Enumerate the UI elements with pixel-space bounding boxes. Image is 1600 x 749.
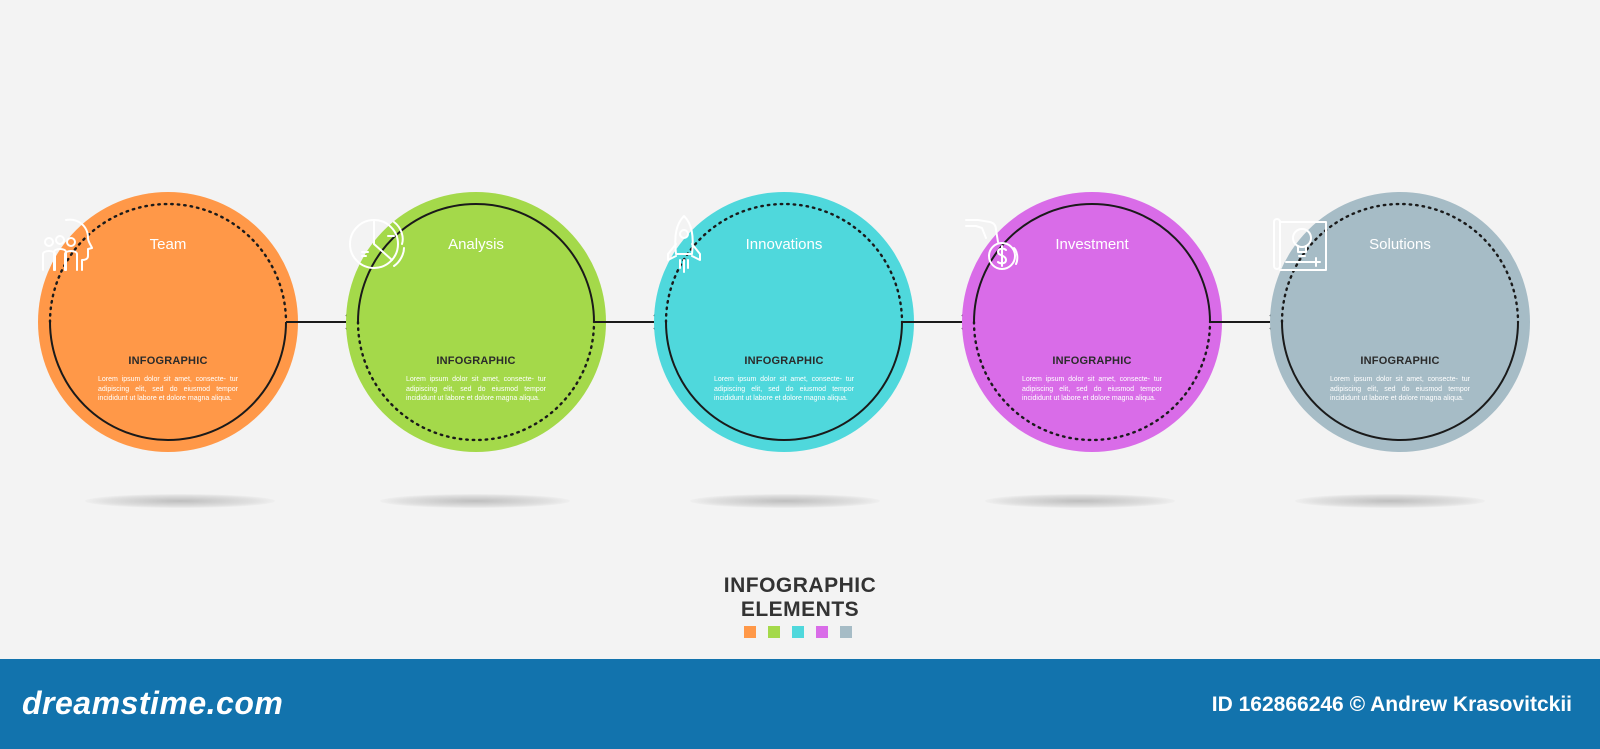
site-logo: dreamstime.com bbox=[22, 685, 284, 721]
hand-coin-icon bbox=[965, 219, 1019, 270]
step-circle bbox=[38, 192, 298, 452]
solid-arc bbox=[973, 203, 1211, 323]
step-title: Solutions bbox=[1369, 236, 1431, 253]
step-description: Lorem ipsum dolor sit amet, consecte- tu… bbox=[1330, 376, 1470, 402]
image-credit: ID 162866246 © Andrew Krasovitckii bbox=[1211, 693, 1572, 716]
pie-chart-icon bbox=[349, 219, 405, 269]
step-description: Lorem ipsum dolor sit amet, consecte- tu… bbox=[98, 376, 238, 402]
step-title: Team bbox=[149, 236, 187, 253]
step-subtitle: INFOGRAPHIC bbox=[128, 355, 208, 367]
color-swatches bbox=[744, 626, 852, 638]
step-investment: Investment INFOGRAPHIC Lorem ipsum dolor… bbox=[960, 212, 1224, 476]
step-shadow bbox=[985, 494, 1175, 508]
step-subtitle: INFOGRAPHIC bbox=[1052, 355, 1132, 367]
color-swatch bbox=[744, 626, 756, 638]
step-circle bbox=[1270, 192, 1530, 452]
color-swatch bbox=[768, 626, 780, 638]
rocket-icon bbox=[667, 215, 701, 273]
step-description: Lorem ipsum dolor sit amet, consecte- tu… bbox=[714, 376, 854, 402]
step-circle bbox=[346, 192, 606, 452]
step-innovations: Innovations INFOGRAPHIC Lorem ipsum dolo… bbox=[652, 212, 916, 476]
step-subtitle: INFOGRAPHIC bbox=[744, 355, 824, 367]
step-shadow bbox=[85, 494, 275, 508]
step-title: Investment bbox=[1055, 236, 1129, 253]
color-swatch bbox=[792, 626, 804, 638]
step-subtitle: INFOGRAPHIC bbox=[436, 355, 516, 367]
step-subtitle: INFOGRAPHIC bbox=[1360, 355, 1440, 367]
step-analysis: Analysis INFOGRAPHIC Lorem ipsum dolor s… bbox=[344, 212, 608, 476]
step-circle bbox=[654, 192, 914, 452]
step-circle bbox=[962, 192, 1222, 452]
footer-title-line1: INFOGRAPHIC bbox=[723, 574, 877, 597]
step-solutions: Solutions INFOGRAPHIC Lorem ipsum dolor … bbox=[1268, 212, 1532, 476]
team-icon bbox=[42, 218, 93, 271]
step-description: Lorem ipsum dolor sit amet, consecte- tu… bbox=[406, 376, 546, 402]
step-title: Analysis bbox=[448, 236, 504, 253]
color-swatch bbox=[840, 626, 852, 638]
color-swatch bbox=[816, 626, 828, 638]
footer-title-line2: ELEMENTS bbox=[740, 598, 860, 621]
infographic-diagram: Team INFOGRAPHIC Lorem ipsum dolor sit a… bbox=[36, 192, 1532, 638]
solid-arc bbox=[49, 321, 287, 441]
watermark-bar: dreamstime.com ID 162866246 © Andrew Kra… bbox=[0, 659, 1600, 749]
blueprint-lightbulb-icon bbox=[1273, 218, 1327, 271]
solid-arc bbox=[665, 321, 903, 441]
solid-arc bbox=[1281, 321, 1519, 441]
step-shadow bbox=[690, 494, 880, 508]
step-title: Innovations bbox=[745, 236, 823, 253]
connector-layer bbox=[38, 192, 1530, 452]
step-description: Lorem ipsum dolor sit amet, consecte- tu… bbox=[1022, 376, 1162, 402]
step-team: Team INFOGRAPHIC Lorem ipsum dolor sit a… bbox=[36, 212, 300, 476]
step-shadow bbox=[380, 494, 570, 508]
step-shadow bbox=[1295, 494, 1485, 508]
